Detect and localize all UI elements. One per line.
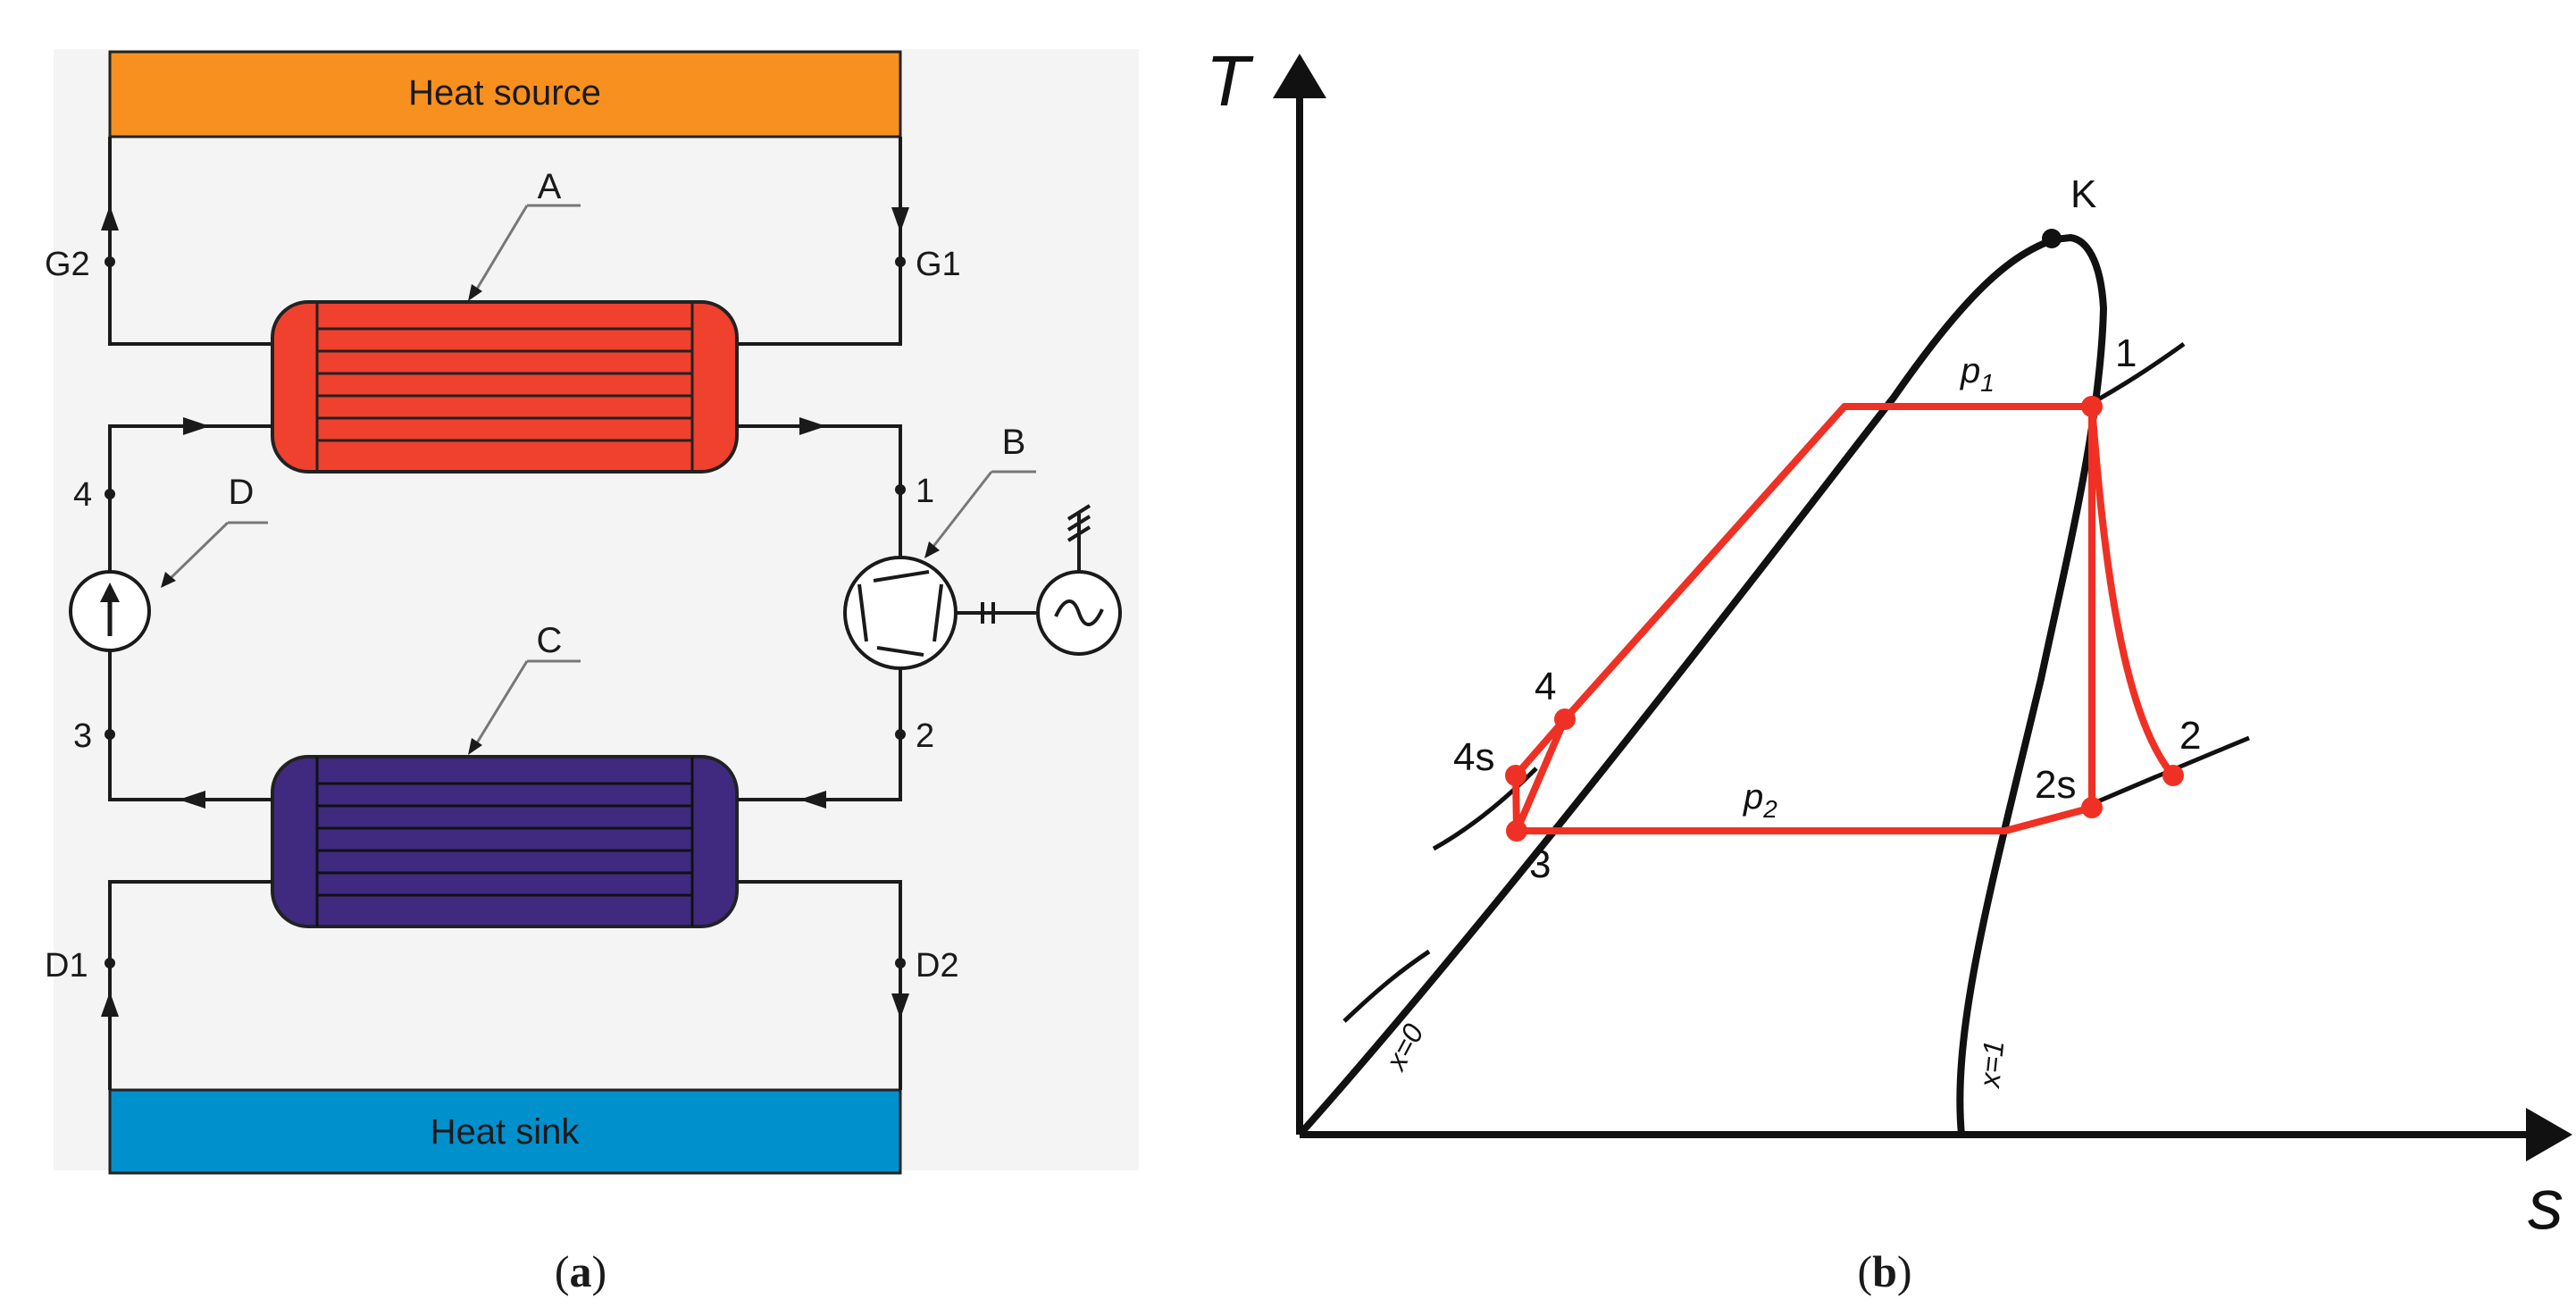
state-2-label: 2 [2179, 714, 2201, 758]
flow-arrow-4-to-a [183, 417, 210, 435]
pressure-p2-label: p2 [1743, 777, 1777, 823]
node-3-dot [105, 729, 115, 740]
compressor-b [843, 556, 958, 670]
state-3-dot [1506, 820, 1527, 842]
caption-a: (a) [555, 1246, 606, 1296]
component-a-label: A [538, 167, 562, 206]
node-1-dot [895, 484, 906, 495]
pump-arrow-icon [100, 583, 120, 602]
leader-d-arrow [161, 572, 176, 588]
condenser-c [271, 755, 739, 928]
node-4-label: 4 [73, 476, 92, 514]
flow-arrow-g2 [101, 205, 119, 231]
flow-arrow-d1 [101, 992, 119, 1017]
state-2s-dot [2081, 797, 2103, 818]
node-3-label: 3 [73, 717, 92, 755]
leader-c-arrow [468, 738, 482, 755]
node-4-dot [105, 489, 115, 499]
t-axis-label: T [1206, 41, 1254, 121]
caption-b-letter: b [1872, 1246, 1897, 1296]
pump-d [69, 570, 151, 652]
shaft-coupling [956, 602, 1036, 624]
working-fluid-piping [108, 424, 902, 801]
component-d-label: D [229, 473, 255, 512]
state-4s-label: 4s [1453, 735, 1494, 779]
ts-diagram-panel: T s K x=0 x=1 1 2 2s 3 [1206, 41, 2572, 1296]
state-4-label: 4 [1535, 665, 1556, 708]
pressure-p1-subscript: 1 [1980, 369, 1995, 397]
node-2-label: 2 [916, 717, 934, 755]
schematic-background [54, 49, 1139, 1170]
heat-source-block [108, 50, 902, 138]
leader-a [472, 205, 529, 296]
critical-point-marker [2042, 229, 2062, 248]
evaporator-a [271, 300, 739, 474]
caption-a-letter: a [570, 1246, 592, 1296]
leader-b [927, 471, 993, 553]
heat-sink-block [108, 1088, 902, 1175]
flow-arrow-a-to-1 [799, 417, 826, 435]
quality-1-label: x=1 [1973, 1039, 2010, 1091]
heat-source-label: Heat source [408, 73, 601, 113]
ac-wave-icon [1054, 599, 1104, 626]
sink-loop-piping [108, 880, 902, 1090]
state-3-label: 3 [1529, 842, 1551, 886]
component-b-label: B [1002, 423, 1026, 462]
motor-generator [1036, 504, 1122, 656]
isobar-p2-stub-left [1432, 767, 1538, 851]
t-axis-arrow-icon [1273, 54, 1326, 98]
component-c-label: C [537, 621, 563, 660]
pressure-p2-subscript: 2 [1762, 795, 1777, 823]
flow-arrow-g1 [891, 207, 909, 232]
cycle-state-points [1505, 396, 2184, 842]
state-4-dot [1554, 708, 1576, 730]
heat-sink-label: Heat sink [431, 1112, 581, 1152]
pressure-p1-letter: p [1960, 351, 1980, 390]
state-2s-label: 2s [2035, 763, 2076, 807]
port-g1-dot [895, 256, 906, 267]
node-2-dot [895, 729, 906, 740]
flow-arrow-d2 [891, 993, 909, 1018]
pressure-p1-label: p1 [1960, 351, 1995, 397]
quality-0-label: x=0 [1378, 1018, 1429, 1077]
grid-connection-icon [1066, 504, 1091, 572]
port-g1-label: G1 [916, 246, 961, 283]
port-g2-dot [105, 256, 115, 267]
port-d1-label: D1 [45, 947, 88, 985]
leader-b-arrow [924, 541, 940, 558]
state-2-dot [2162, 765, 2184, 786]
flow-arrow-c-to-3 [179, 791, 205, 809]
leader-c [472, 660, 529, 750]
pressure-p2-letter: p [1743, 777, 1763, 817]
schematic-panel: Heat source Heat sink G2 G1 [45, 49, 1139, 1296]
state-1-dot [2081, 396, 2103, 417]
state-4s-dot [1505, 765, 1526, 786]
s-axis-label: s [2528, 1164, 2563, 1244]
s-axis-arrow-icon [2526, 1108, 2572, 1161]
port-d1-dot [105, 958, 115, 968]
leader-d [166, 521, 230, 583]
isobar-low-stub [1342, 949, 1431, 1023]
port-d2-label: D2 [916, 947, 959, 985]
port-d2-dot [895, 958, 906, 968]
caption-b: (b) [1857, 1246, 1911, 1296]
critical-point-label: K [2070, 172, 2096, 216]
leader-a-arrow [468, 284, 482, 301]
node-1-label: 1 [916, 473, 934, 510]
saturation-dome [1297, 233, 2108, 1137]
port-g2-label: G2 [45, 246, 90, 283]
cycle-actual-compression [2088, 406, 2177, 778]
flow-arrow-2-to-c [799, 791, 826, 809]
state-1-label: 1 [2115, 331, 2137, 375]
